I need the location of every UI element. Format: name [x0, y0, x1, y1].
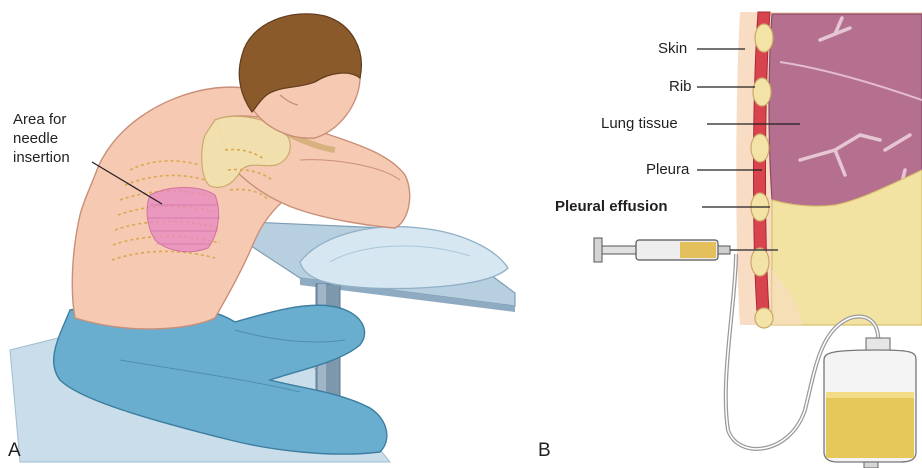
panel-a-letter: A: [8, 440, 21, 462]
lung-tissue: [769, 14, 922, 206]
lung-tissue-label: Lung tissue: [601, 115, 678, 133]
needle-area-annotation: Area for needle insertion: [13, 110, 70, 167]
collection-bag: [824, 338, 916, 468]
skin-label: Skin: [658, 40, 687, 58]
pleural-effusion-label: Pleural effusion: [555, 198, 668, 216]
rib-label: Rib: [669, 78, 692, 96]
pleura-label: Pleura: [646, 161, 689, 179]
panel-b-letter: B: [538, 440, 551, 462]
